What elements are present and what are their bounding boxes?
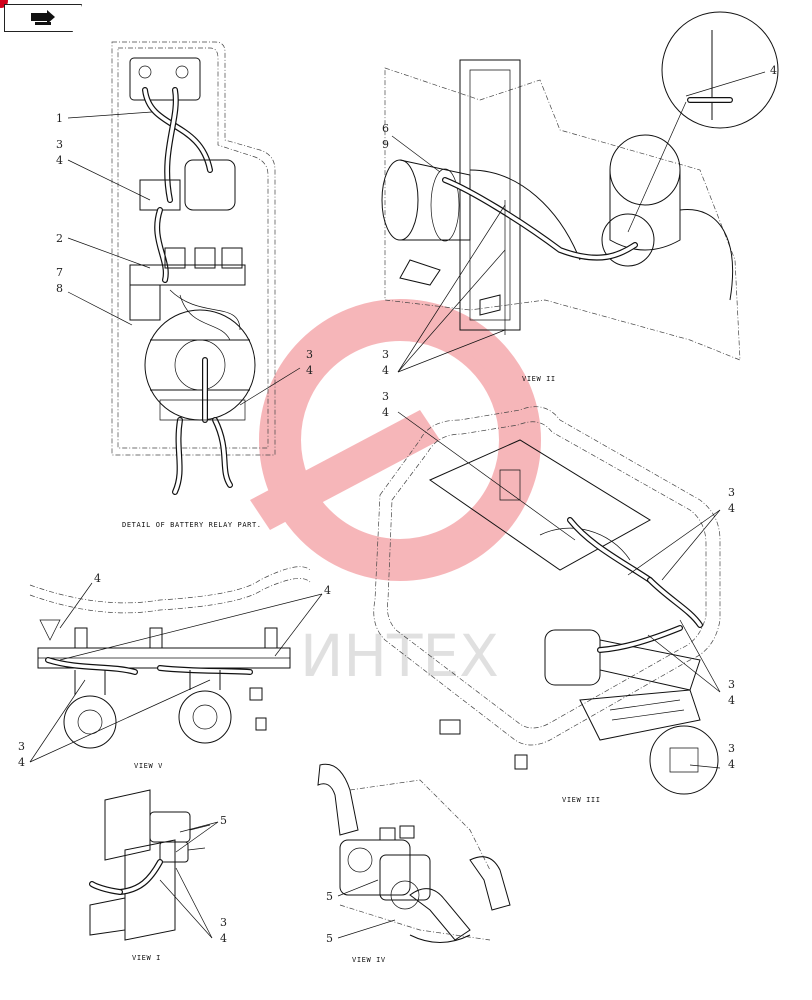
battery-relay-detail xyxy=(111,41,276,495)
view-i-leader-lines xyxy=(159,821,219,939)
callout-label: 3 xyxy=(56,138,63,151)
callout-label: 3 xyxy=(728,678,735,691)
next-page-icon xyxy=(31,10,55,25)
view-i-drawing xyxy=(89,789,211,941)
callout-label: 3 xyxy=(728,486,735,499)
view-ii-leader-lines xyxy=(391,71,766,373)
watermark-gear xyxy=(250,299,541,581)
callout-label: 5 xyxy=(220,814,227,827)
callout-label: 4 xyxy=(306,364,313,377)
battery-callouts: 1 3 4 2 7 8 3 4 xyxy=(56,112,313,377)
callout-label: 4 xyxy=(382,364,389,377)
caption-battery-relay: DETAIL OF BATTERY RELAY PART. xyxy=(122,521,262,529)
callout-label: 4 xyxy=(324,584,331,597)
callout-label: 4 xyxy=(220,932,227,945)
view-i-callouts: 5 3 4 xyxy=(220,814,227,945)
callout-label: 4 xyxy=(770,64,777,77)
caption-view-iii: VIEW III xyxy=(562,796,601,804)
callout-label: 4 xyxy=(728,758,735,771)
caption-view-i: VIEW I xyxy=(132,954,161,962)
callout-label: 3 xyxy=(18,740,25,753)
callout-label: 3 xyxy=(382,348,389,361)
view-v-drawing xyxy=(29,566,311,749)
callout-label: 8 xyxy=(56,282,63,295)
callout-label: 3 xyxy=(306,348,313,361)
callout-label: 4 xyxy=(728,502,735,515)
view-iii-drawing xyxy=(373,406,721,795)
callout-label: 3 xyxy=(382,390,389,403)
callout-label: 5 xyxy=(326,932,333,945)
callout-label: 4 xyxy=(728,694,735,707)
next-page-tab[interactable] xyxy=(4,4,82,32)
callout-label: 4 xyxy=(18,756,25,769)
callout-label: 3 xyxy=(220,916,227,929)
view-iv-callouts: 5 5 xyxy=(326,890,333,945)
caption-view-ii: VIEW II xyxy=(522,375,556,383)
callout-label: 9 xyxy=(382,138,389,151)
watermark-text: ИНТЕХ xyxy=(300,622,499,690)
callout-label: 4 xyxy=(56,154,63,167)
callout-label: 7 xyxy=(56,266,63,279)
view-iv-drawing xyxy=(317,763,511,943)
view-v-callouts: 4 4 3 4 xyxy=(18,572,331,769)
callout-label: 5 xyxy=(326,890,333,903)
callout-label: 4 xyxy=(382,406,389,419)
view-iii-leader-lines xyxy=(397,411,721,769)
callout-label: 4 xyxy=(94,572,101,585)
view-iii-callouts: 3 4 3 4 3 4 3 4 xyxy=(382,390,735,771)
view-ii-callouts: 6 9 4 3 4 xyxy=(382,64,777,377)
callout-label: 6 xyxy=(382,122,389,135)
callout-label: 1 xyxy=(56,112,63,125)
callout-label: 2 xyxy=(56,232,63,245)
caption-view-iv: VIEW IV xyxy=(352,956,386,964)
view-ii-drawing xyxy=(381,11,779,361)
callout-label: 3 xyxy=(728,742,735,755)
view-iv-leader-lines xyxy=(337,879,396,939)
caption-view-v: VIEW V xyxy=(134,762,163,770)
battery-leader-lines xyxy=(67,111,301,406)
view-v-leader-lines xyxy=(29,582,323,763)
